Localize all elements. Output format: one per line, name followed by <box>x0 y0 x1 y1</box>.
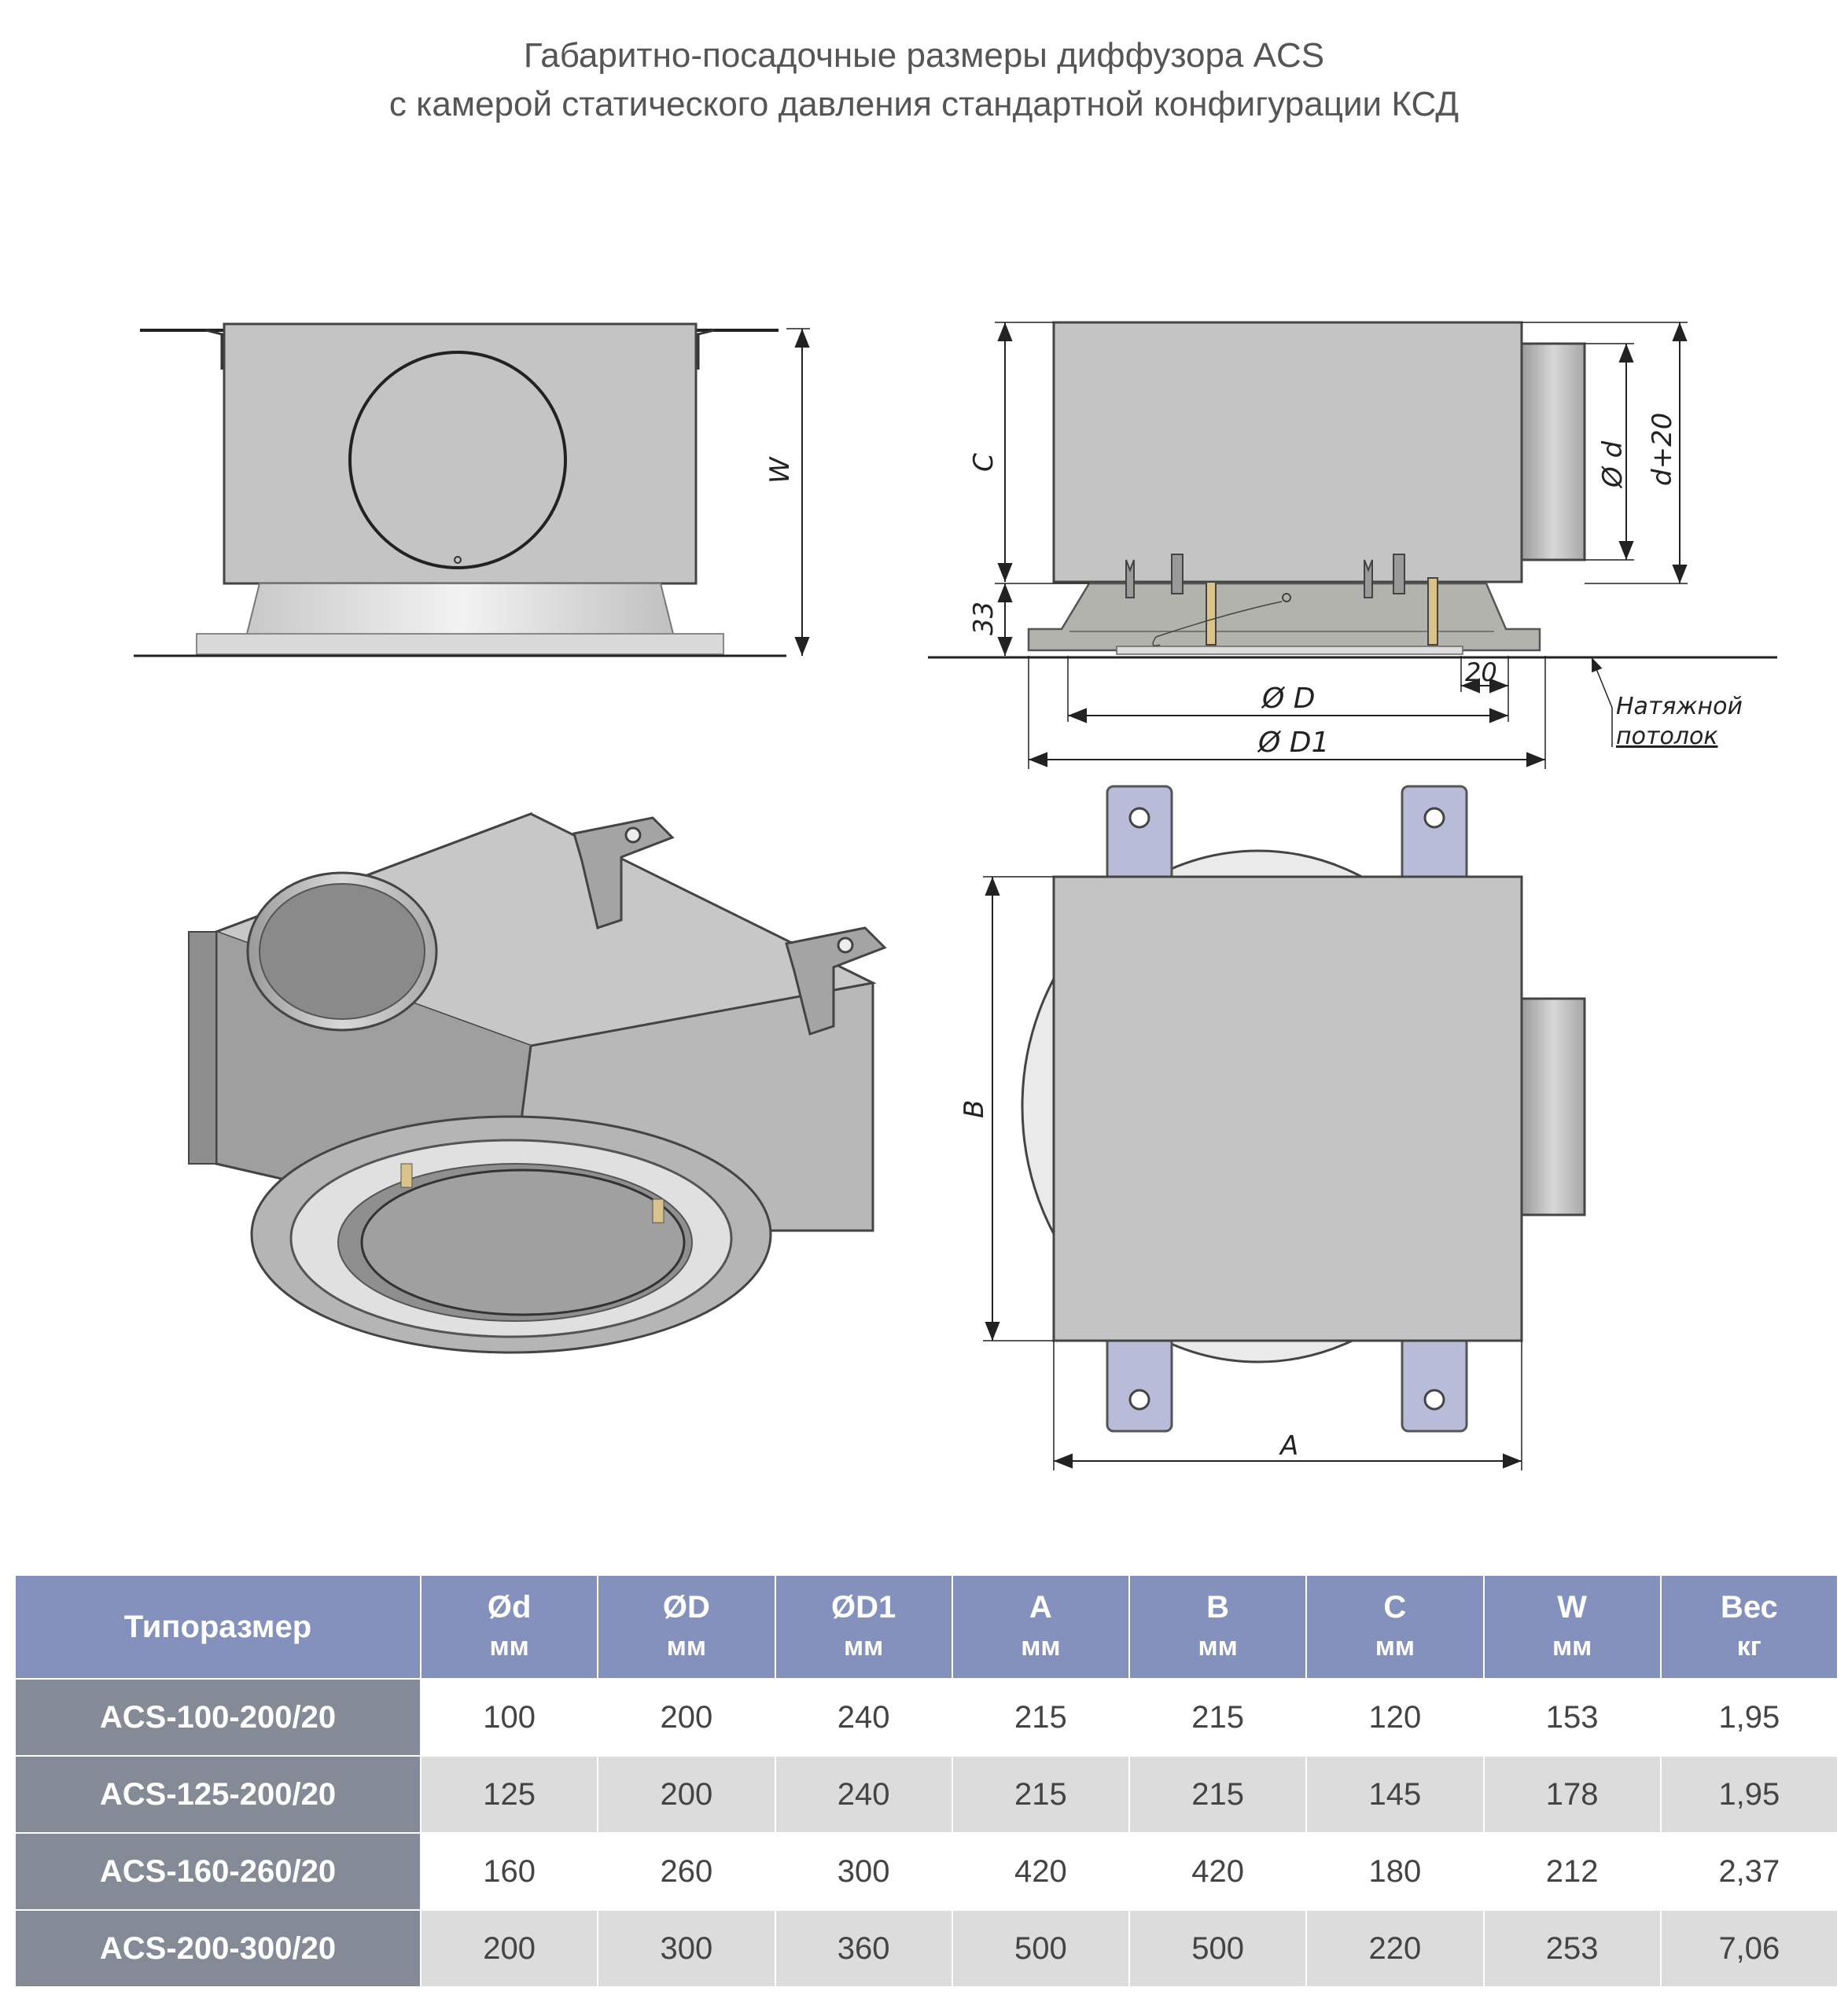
cell: 420 <box>951 1832 1131 1911</box>
cell: 178 <box>1482 1755 1662 1834</box>
cell: 1,95 <box>1659 1755 1839 1834</box>
dim-label-phi-d: Ø d <box>1597 440 1629 489</box>
title-line-1: Габаритно-посадочные размеры диффузора A… <box>523 36 1325 75</box>
ceiling-label-line-1: Натяжной <box>1616 693 1743 720</box>
cell: 420 <box>1128 1832 1308 1911</box>
cell: 240 <box>774 1755 953 1834</box>
dim-label-phi-D: Ø D <box>1261 683 1316 715</box>
header-model: Типоразмер <box>14 1574 422 1680</box>
cell: 360 <box>774 1909 953 1988</box>
cell: 500 <box>1128 1909 1308 1988</box>
cell: 180 <box>1305 1832 1485 1911</box>
table-row: ACS-160-260/20 160 260 300 420 420 180 2… <box>14 1832 1839 1911</box>
dim-label-33: 33 <box>968 602 999 635</box>
dim-label-W: W <box>764 456 796 484</box>
page-title: Габаритно-посадочные размеры диффузора A… <box>0 31 1848 129</box>
cell: 100 <box>419 1678 599 1757</box>
cell: 145 <box>1305 1755 1485 1834</box>
cell: 215 <box>1128 1678 1308 1757</box>
cell: 215 <box>951 1755 1131 1834</box>
cell: 2,37 <box>1659 1832 1839 1911</box>
cell: 300 <box>774 1832 953 1911</box>
cell: 260 <box>597 1832 776 1911</box>
cell: 300 <box>597 1909 776 1988</box>
cell: 215 <box>1128 1755 1308 1834</box>
dim-label-A: A <box>1279 1430 1298 1462</box>
table-row: ACS-100-200/20 100 200 240 215 215 120 1… <box>14 1678 1839 1757</box>
cell: 160 <box>419 1832 599 1911</box>
dim-label-gap-20: 20 <box>1465 657 1497 687</box>
cell: 153 <box>1482 1678 1662 1757</box>
cell: 220 <box>1305 1909 1485 1988</box>
cell: 120 <box>1305 1678 1485 1757</box>
cell: 500 <box>951 1909 1131 1988</box>
cell-model: ACS-200-300/20 <box>14 1909 422 1988</box>
dim-label-C: C <box>968 453 999 472</box>
ceiling-label-line-2: потолок <box>1616 723 1717 750</box>
cell: 125 <box>419 1755 599 1834</box>
cell-model: ACS-160-260/20 <box>14 1832 422 1911</box>
cell: 200 <box>419 1909 599 1988</box>
front-view: W <box>134 322 810 657</box>
cell: 212 <box>1482 1832 1662 1911</box>
dim-label-B: B <box>959 1100 990 1118</box>
cell: 1,95 <box>1659 1678 1839 1757</box>
cell-model: ACS-100-200/20 <box>14 1678 422 1757</box>
side-view: C 33 Ø d d+20 Ø D 20 Ø D1 Натяжной потол… <box>928 321 1777 769</box>
dim-label-d20: d+20 <box>1647 413 1678 486</box>
technical-drawing: W C 33 Ø d <box>134 321 1777 1470</box>
title-line-2: с камерой статического давления стандарт… <box>388 85 1460 123</box>
cell: 7,06 <box>1659 1909 1839 1988</box>
table-row: ACS-200-300/20 200 300 360 500 500 220 2… <box>14 1909 1839 1988</box>
cell: 215 <box>951 1678 1131 1757</box>
isometric-view <box>188 811 887 1354</box>
cell-model: ACS-125-200/20 <box>14 1755 422 1834</box>
cell: 253 <box>1482 1909 1662 1988</box>
dim-label-phi-D1: Ø D1 <box>1257 727 1329 759</box>
cell: 200 <box>597 1678 776 1757</box>
table-row: ACS-125-200/20 125 200 240 215 215 145 1… <box>14 1755 1839 1834</box>
cell: 240 <box>774 1678 953 1757</box>
top-view: B A <box>959 785 1586 1470</box>
cell: 200 <box>597 1755 776 1834</box>
